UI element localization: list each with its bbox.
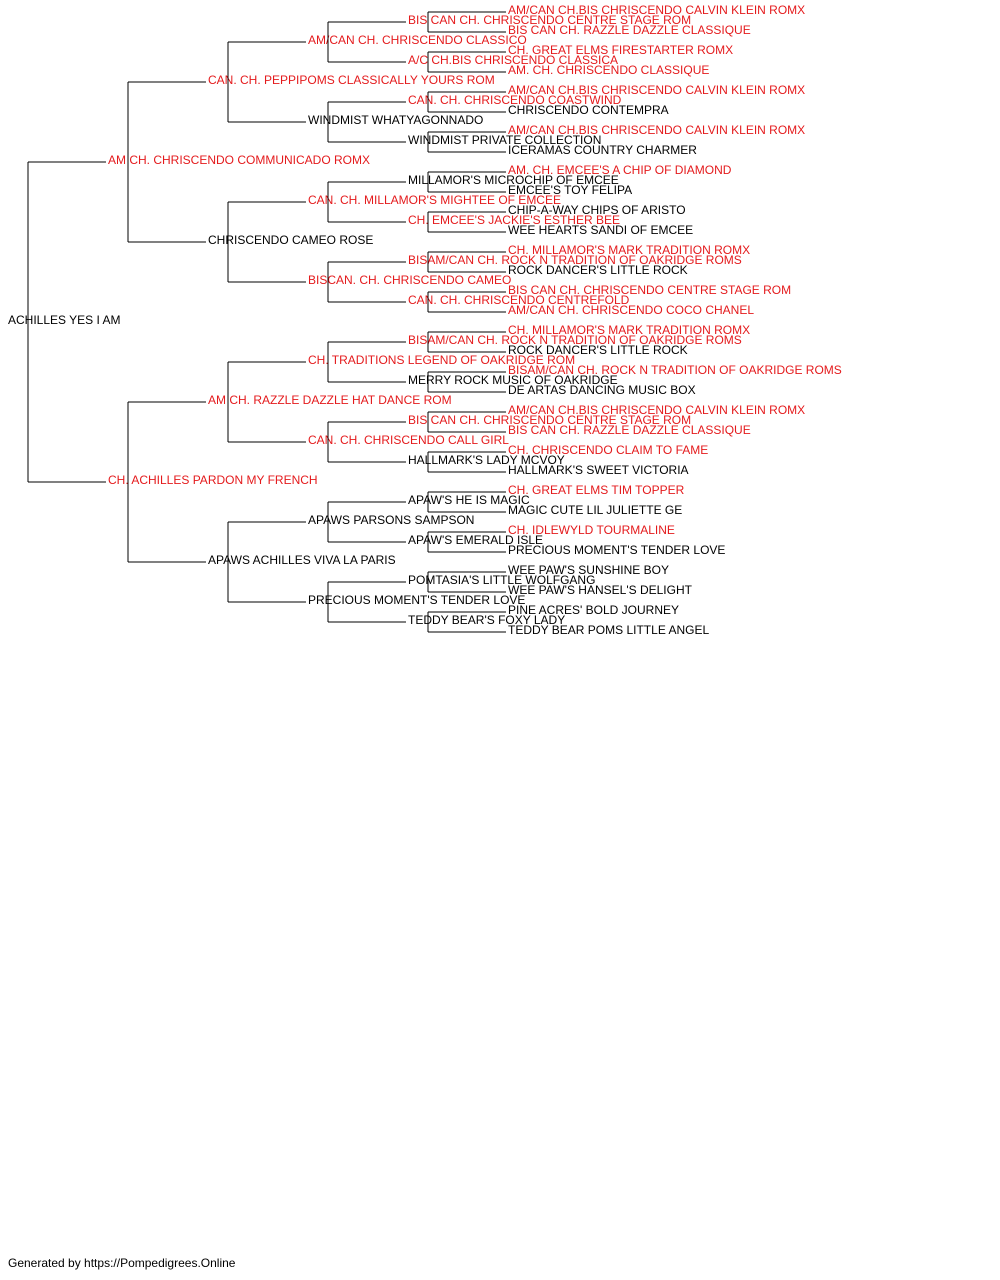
dog-name-gen5: WEE HEARTS SANDI OF EMCEE [508,223,693,237]
dog-name-gen5: AM/CAN CH.BIS CHRISCENDO CALVIN KLEIN RO… [508,3,805,17]
dog-name-gen5: ROCK DANCER'S LITTLE ROCK [508,263,688,277]
dog-name-gen1: AM CH. CHRISCENDO COMMUNICADO ROMX [108,153,370,167]
dog-name-gen2: APAWS ACHILLES VIVA LA PARIS [208,553,396,567]
dog-name-gen4: APAW'S HE IS MAGIC [408,493,530,507]
dog-name-gen3: APAWS PARSONS SAMPSON [308,513,474,527]
dog-name-gen4: MILLAMOR'S MICROCHIP OF EMCEE [408,173,619,187]
dog-name-gen2: CHRISCENDO CAMEO ROSE [208,233,373,247]
dog-name-gen5: WEE PAW'S SUNSHINE BOY [508,563,669,577]
dog-name-gen5: TEDDY BEAR POMS LITTLE ANGEL [508,623,709,637]
dog-name-gen5: CH. GREAT ELMS FIRESTARTER ROMX [508,43,733,57]
dog-name-gen5: CHIP-A-WAY CHIPS OF ARISTO [508,203,686,217]
dog-name-gen5: CHRISCENDO CONTEMPRA [508,103,669,117]
dog-name-gen3: CAN. CH. CHRISCENDO CALL GIRL [308,433,509,447]
dog-name-gen4: WINDMIST PRIVATE COLLECTION [408,133,601,147]
dog-name-gen4: BISAM/CAN CH. ROCK N TRADITION OF OAKRID… [408,253,742,267]
dog-name-gen5: CH. GREAT ELMS TIM TOPPER [508,483,685,497]
dog-name-gen5: PINE ACRES' BOLD JOURNEY [508,603,679,617]
dog-name-gen5: AM/CAN CH.BIS CHRISCENDO CALVIN KLEIN RO… [508,403,805,417]
dog-name-gen5: DE ARTAS DANCING MUSIC BOX [508,383,696,397]
dog-name-gen5: CH. IDLEWYLD TOURMALINE [508,523,675,537]
dog-name-gen4: POMTASIA'S LITTLE WOLFGANG [408,573,595,587]
dog-name-gen3: BISCAN. CH. CHRISCENDO CAMEO [308,273,511,287]
dog-name-gen5: ICERAMAS COUNTRY CHARMER [508,143,697,157]
dog-name-gen5: AM/CAN CH. CHRISCENDO COCO CHANEL [508,303,754,317]
dog-name-gen5: BIS CAN CH. RAZZLE DAZZLE CLASSIQUE [508,23,751,37]
dog-name-gen4: HALLMARK'S LADY MCVOY [408,453,565,467]
dog-name-gen3: CH. TRADITIONS LEGEND OF OAKRIDGE ROM [308,353,575,367]
dog-name-gen4: CAN. CH. CHRISCENDO CENTREFOLD [408,293,630,307]
dog-name-gen5: AM. CH. CHRISCENDO CLASSIQUE [508,63,709,77]
dog-name-gen3: AM/CAN CH. CHRISCENDO CLASSICO [308,33,527,47]
dog-name-gen5: BIS CAN CH. CHRISCENDO CENTRE STAGE ROM [508,283,791,297]
dog-name-gen4: CAN. CH. CHRISCENDO COASTWIND [408,93,622,107]
dog-name-gen2: AM CH. RAZZLE DAZZLE HAT DANCE ROM [208,393,452,407]
dog-name-gen5: PRECIOUS MOMENT'S TENDER LOVE [508,543,725,557]
dog-name-gen5: CH. MILLAMOR'S MARK TRADITION ROMX [508,323,750,337]
dog-name-gen5: HALLMARK'S SWEET VICTORIA [508,463,689,477]
dog-name-gen5: AM/CAN CH.BIS CHRISCENDO CALVIN KLEIN RO… [508,83,805,97]
dog-name-gen4: BIS CAN CH. CHRISCENDO CENTRE STAGE ROM [408,13,691,27]
dog-name-gen1: CH. ACHILLES PARDON MY FRENCH [108,473,318,487]
dog-name-gen4: TEDDY BEAR'S FOXY LADY [408,613,565,627]
dog-name-gen5: AM/CAN CH.BIS CHRISCENDO CALVIN KLEIN RO… [508,123,805,137]
footer-credit: Generated by https://Pompedigrees.Online [8,1256,236,1270]
dog-name-gen3: WINDMIST WHATYAGONNADO [308,113,483,127]
dog-name-gen5: MAGIC CUTE LIL JULIETTE GE [508,503,682,517]
dog-name-gen5: CH. CHRISCENDO CLAIM TO FAME [508,443,708,457]
dog-name-gen5: AM. CH. EMCEE'S A CHIP OF DIAMOND [508,163,732,177]
dog-name-gen3: PRECIOUS MOMENT'S TENDER LOVE [308,593,525,607]
dog-name-gen5: BIS CAN CH. RAZZLE DAZZLE CLASSIQUE [508,423,751,437]
dog-name-gen2: CAN. CH. PEPPIPOMS CLASSICALLY YOURS ROM [208,73,495,87]
dog-name-gen4: CH. EMCEE'S JACKIE'S ESTHER BEE [408,213,620,227]
dog-name-gen4: A/C CH.BIS CHRISCENDO CLASSICA [408,53,618,67]
dog-name-gen5: CH. MILLAMOR'S MARK TRADITION ROMX [508,243,750,257]
dog-name-gen5: ROCK DANCER'S LITTLE ROCK [508,343,688,357]
dog-name-gen4: MERRY ROCK MUSIC OF OAKRIDGE [408,373,618,387]
dog-name-gen5: EMCEE'S TOY FELIPA [508,183,632,197]
dog-name-gen4: APAW'S EMERALD ISLE [408,533,543,547]
dog-name-gen5: WEE PAW'S HANSEL'S DELIGHT [508,583,693,597]
dog-name-gen0: ACHILLES YES I AM [8,313,121,327]
dog-name-gen4: BIS CAN CH. CHRISCENDO CENTRE STAGE ROM [408,413,691,427]
dog-name-gen3: CAN. CH. MILLAMOR'S MIGHTEE OF EMCEE [308,193,561,207]
dog-name-gen4: BISAM/CAN CH. ROCK N TRADITION OF OAKRID… [408,333,742,347]
dog-name-gen5: BISAM/CAN CH. ROCK N TRADITION OF OAKRID… [508,363,842,377]
